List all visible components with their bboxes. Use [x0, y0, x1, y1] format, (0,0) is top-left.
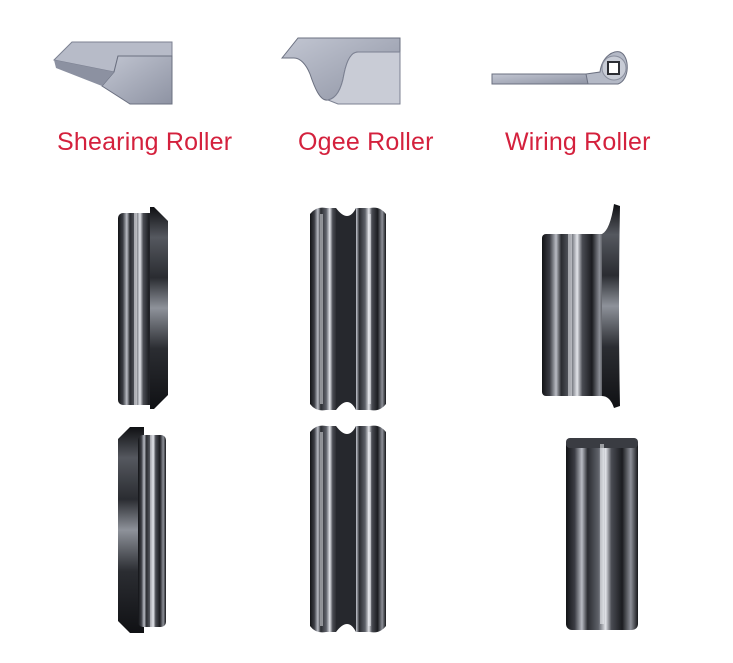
- wiring-roller-label: Wiring Roller: [505, 128, 651, 156]
- wiring-profile-diagram: [491, 51, 628, 85]
- ogee-roller-bottom: [310, 425, 386, 633]
- shearing-roller-label: Shearing Roller: [57, 128, 233, 156]
- ogee-roller-top: [310, 207, 386, 411]
- ogee-roller-column: Ogee Roller: [244, 0, 488, 663]
- shearing-profile-diagram: [52, 41, 173, 105]
- ogee-roller-label: Ogee Roller: [298, 128, 434, 156]
- shearing-roller-bottom: [118, 427, 166, 633]
- ogee-profile-diagram: [280, 37, 401, 105]
- wiring-roller-column: Wiring Roller: [488, 0, 733, 663]
- wiring-roller-bottom: [566, 438, 638, 630]
- shearing-roller-column: Shearing Roller: [0, 0, 244, 663]
- shearing-roller-top: [118, 207, 168, 409]
- wiring-roller-top: [542, 204, 620, 408]
